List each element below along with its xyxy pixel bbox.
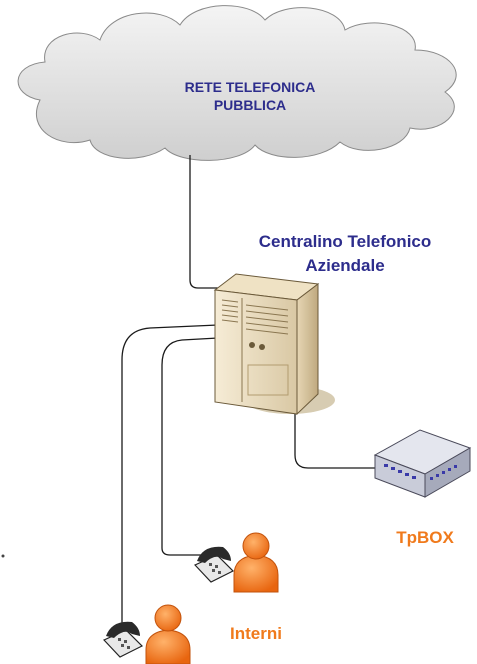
public-network-label-line1: RETE TELEFONICA [184, 79, 316, 95]
pbx-to-tpbox-line [294, 400, 390, 469]
public-network-cloud [17, 5, 457, 161]
interni-label: Interni [230, 624, 282, 643]
pbx-label-line1: Centralino Telefonico [258, 232, 432, 251]
pbx-server-icon [213, 273, 335, 416]
pbx-label: Centralino Telefonico Aziendale [205, 230, 477, 278]
public-network-label-line2: PUBBLICA [213, 97, 287, 113]
telephone-icon-1 [102, 621, 144, 658]
tpbox-label: TpBOX [396, 528, 454, 547]
pbx-to-phone-2-line [161, 337, 219, 556]
person-icon-1 [145, 604, 191, 664]
connection-lines [121, 155, 390, 625]
edge-mark [1, 554, 5, 558]
person-icon-2 [233, 532, 279, 593]
tpbox-device-icon [373, 429, 472, 498]
pbx-to-phone-1-line [121, 324, 219, 625]
telephone-icon-2 [193, 546, 235, 583]
public-network-label: RETE TELEFONICA PUBBLICA [150, 78, 350, 114]
pbx-label-line2: Aziendale [305, 256, 385, 275]
cloud-to-pbx-line [189, 155, 220, 289]
